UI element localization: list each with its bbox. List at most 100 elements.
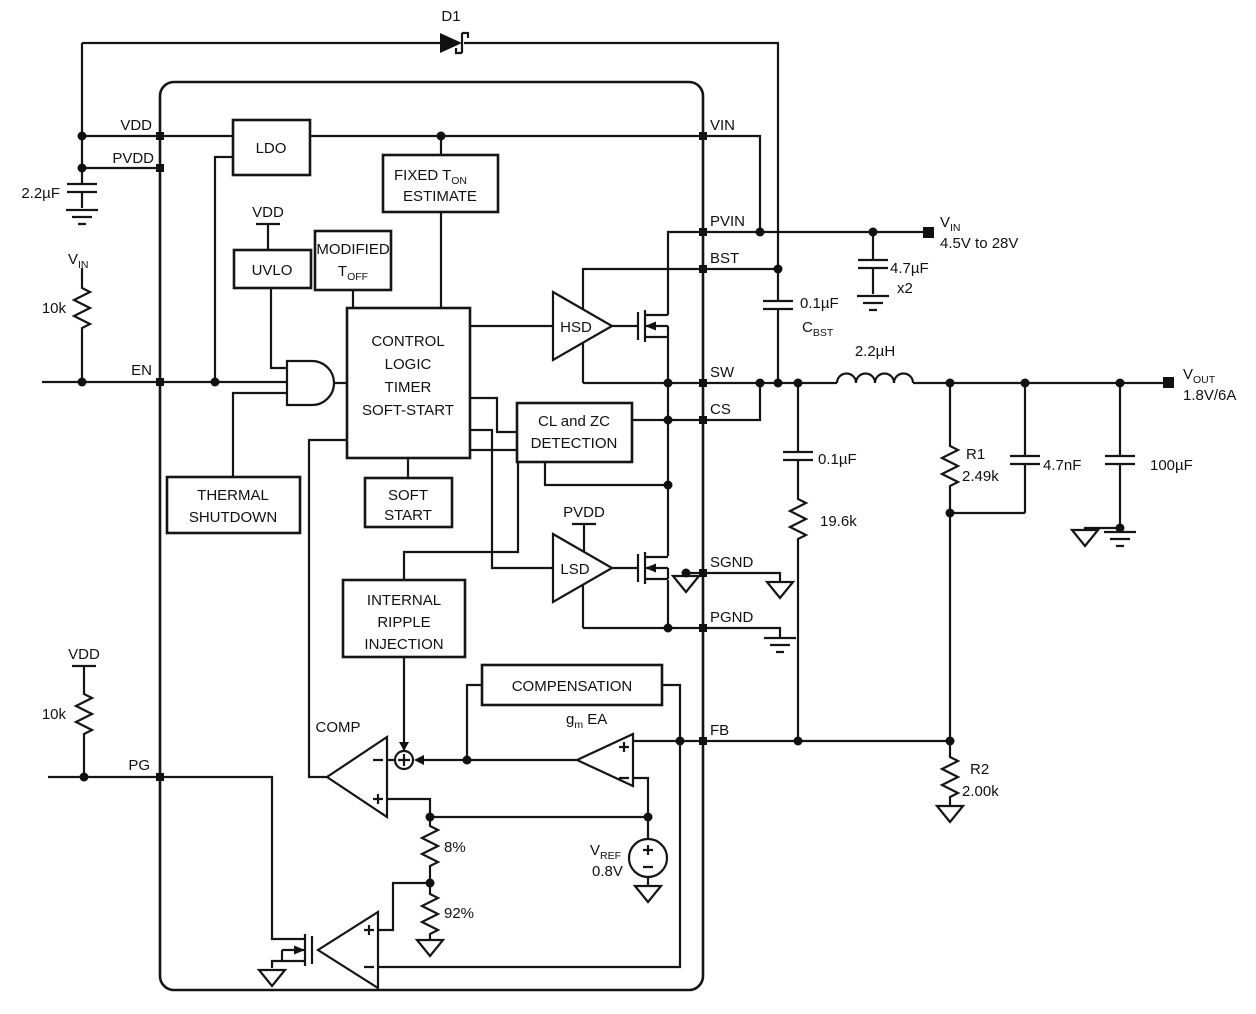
capacitor-4n7 (1008, 454, 1042, 466)
junction-dot (77, 377, 87, 387)
comp-comparator (325, 734, 389, 820)
label-d1: D1 (441, 8, 460, 25)
junction-dot (643, 812, 653, 822)
pin-fb (699, 737, 707, 745)
junction-dot (79, 772, 89, 782)
label-detection-1: CL and ZC (538, 413, 610, 430)
resistor-r2 (940, 751, 960, 803)
junction-dot (793, 736, 803, 746)
capacitor-100u (1103, 454, 1137, 466)
label-vin-terminal: VIN (940, 214, 961, 234)
ea-input-signs (619, 742, 629, 780)
pin-pvin (699, 228, 707, 236)
ground-earth-2u2 (64, 208, 100, 226)
junction-dot (1020, 378, 1030, 388)
amplifiers (315, 290, 635, 990)
label-8pct: 8% (444, 839, 466, 856)
label-pvdd-lsd: PVDD (563, 504, 605, 521)
pin-label-sw: SW (710, 364, 735, 381)
ground-open-92pct (415, 938, 445, 958)
label-fixed-ton-sub: ON (451, 175, 467, 187)
block-fixed-ton (381, 153, 500, 214)
resistor-r1 (940, 440, 960, 492)
label-cbst-val: 0.1µF (800, 295, 839, 312)
label-lsd: LSD (560, 561, 589, 578)
pin-sgnd (699, 569, 707, 577)
junction-dot (436, 131, 446, 141)
junction-dot (675, 736, 685, 746)
junction-dot (681, 568, 691, 578)
labels: D1 VDD PVDD 2.2µF VIN 10k EN PG VDD 10k … (21, 8, 1236, 922)
components (64, 31, 1138, 988)
label-vref-main: V (590, 842, 600, 859)
ic-boundary (158, 80, 705, 992)
label-pvdd-pin: PVDD (112, 150, 154, 167)
label-modified: MODIFIED (316, 241, 389, 258)
wire-external-power-net (703, 230, 1163, 741)
junction-dot (1115, 523, 1125, 533)
label-r2: R2 (970, 761, 989, 778)
label-ldo: LDO (256, 140, 287, 157)
label-gm-main: g (566, 711, 574, 728)
pin-label-fb: FB (710, 722, 729, 739)
wires (42, 41, 1163, 969)
comp-input-signs (373, 758, 383, 804)
block-thermal-shutdown (165, 475, 302, 535)
label-fixed-ton: FIXED TON (394, 167, 467, 187)
label-pg-pin: PG (128, 757, 150, 774)
label-control-4: SOFT-START (362, 402, 454, 419)
pin-vin (699, 132, 707, 140)
label-x2: x2 (897, 280, 913, 297)
junction-dot (773, 378, 783, 388)
junction-dot (210, 377, 220, 387)
label-ripple-2: RIPPLE (377, 614, 430, 631)
label-vout: VOUT (1183, 366, 1216, 386)
label-19k6: 19.6k (820, 513, 857, 530)
mosfet-highside (636, 308, 670, 344)
label-thermal-1: THERMAL (197, 487, 269, 504)
pins (156, 132, 1174, 781)
junction-dot (425, 812, 435, 822)
junction-dot (773, 264, 783, 274)
label-toff-sub: OFF (347, 271, 368, 283)
lsd-driver (551, 532, 615, 604)
junction-dot (755, 378, 765, 388)
label-vin-term-main: V (940, 214, 950, 231)
resistor-10k-upper (72, 282, 92, 334)
junction-dots (77, 131, 1125, 888)
label-vdd-lower: VDD (68, 646, 100, 663)
junction-dot (945, 736, 955, 746)
capacitor-cbst (761, 299, 795, 311)
label-cap-2u2: 2.2µF (21, 185, 60, 202)
ground-open-vref (633, 884, 663, 904)
label-vref: VREF (590, 842, 621, 862)
mosfet-pg (280, 932, 314, 968)
label-toff: TOFF (338, 263, 368, 283)
label-soft-2: START (384, 507, 432, 524)
pin-vdd (156, 132, 164, 140)
pin-en (156, 378, 164, 386)
junction-dot (663, 378, 673, 388)
junction-dot (425, 878, 435, 888)
pgcomp-input-signs (364, 925, 374, 969)
pin-bst (699, 265, 707, 273)
hsd-driver (551, 290, 615, 362)
label-inductor: 2.2µH (855, 343, 895, 360)
label-en-pin: EN (131, 362, 152, 379)
block-ripple-injection (341, 578, 467, 659)
label-r1-val: 2.49k (962, 468, 999, 485)
capacitor-2u2 (65, 182, 99, 194)
label-uvlo: UVLO (252, 262, 293, 279)
label-compensation: COMPENSATION (512, 678, 633, 695)
ground-open-100u (1070, 528, 1100, 548)
block-ldo (231, 118, 312, 177)
label-ripple-3: INJECTION (364, 636, 443, 653)
label-ripple-1: INTERNAL (367, 592, 441, 609)
label-10k-upper: 10k (42, 300, 67, 317)
label-vin-main: V (68, 251, 78, 268)
ground-open-r2 (935, 804, 965, 824)
label-vout-rating: 1.8V/6A (1183, 387, 1236, 404)
label-cap-0u1: 0.1µF (818, 451, 857, 468)
label-control-2: LOGIC (385, 356, 432, 373)
junction-dot (77, 163, 87, 173)
